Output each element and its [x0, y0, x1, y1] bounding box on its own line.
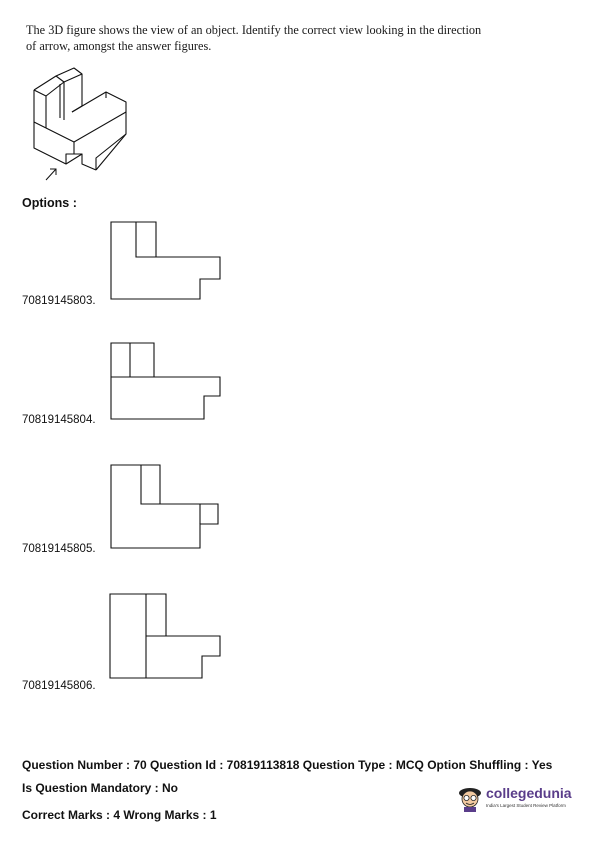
option-id-1[interactable]: 70819145803.: [22, 295, 96, 307]
option-figure-3[interactable]: [108, 462, 228, 552]
logo-name: collegedunia: [486, 785, 572, 801]
question-line-2: of arrow, amongst the answer figures.: [26, 39, 212, 53]
option-figure-2[interactable]: [108, 340, 228, 424]
option-id-4[interactable]: 70819145806.: [22, 680, 96, 692]
option-figure-1[interactable]: [108, 220, 228, 304]
question-text: The 3D figure shows the view of an objec…: [26, 22, 486, 54]
logo-tagline: India's Largest Student Review Platform: [486, 803, 566, 808]
question-meta-line-1: Question Number : 70 Question Id : 70819…: [22, 758, 553, 772]
collegedunia-logo: collegedunia India's Largest Student Rev…: [456, 781, 576, 821]
option-id-2[interactable]: 70819145804.: [22, 414, 96, 426]
isometric-object-figure: [33, 67, 127, 181]
options-heading: Options :: [22, 196, 77, 210]
mascot-icon: [459, 788, 481, 812]
option-figure-4[interactable]: [108, 590, 228, 690]
question-line-1: The 3D figure shows the view of an objec…: [26, 23, 482, 37]
question-meta-line-3: Correct Marks : 4 Wrong Marks : 1: [22, 808, 217, 822]
option-id-3[interactable]: 70819145805.: [22, 543, 96, 555]
question-meta-line-2: Is Question Mandatory : No: [22, 781, 179, 795]
